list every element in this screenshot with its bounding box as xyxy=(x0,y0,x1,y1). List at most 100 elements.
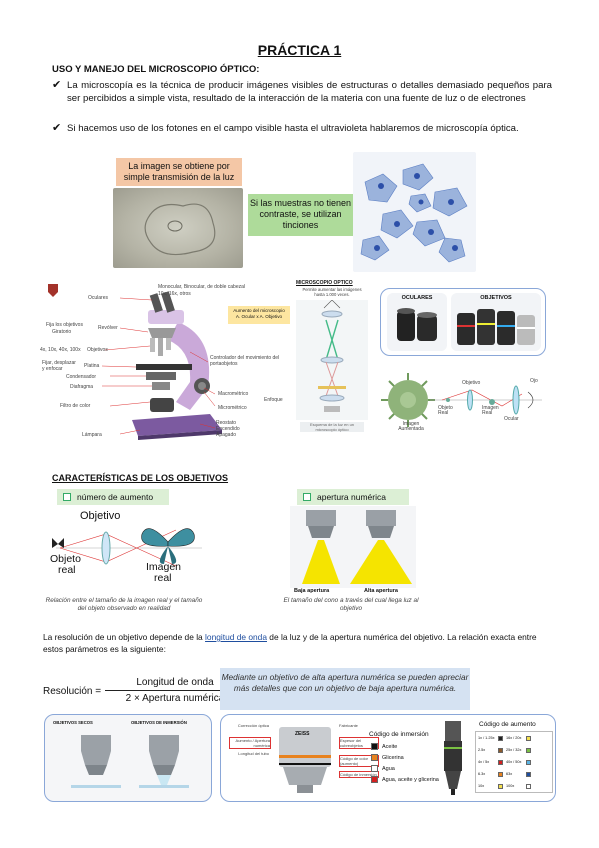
unstained-cell-photo xyxy=(113,188,243,268)
imagen-real-label: Imagen real xyxy=(146,562,181,584)
objectives-drawing xyxy=(457,309,535,345)
immersion-swatch xyxy=(371,743,378,750)
real-word-2: real xyxy=(154,572,172,584)
formula-numerator: Longitud de onda xyxy=(105,677,245,691)
mag-value: 1x / 1.25x xyxy=(478,736,495,740)
imagen-word: Imagen xyxy=(146,561,182,573)
section-subtitle: USO Y MANEJO DEL MICROSCOPIO ÓPTICO: xyxy=(52,64,260,75)
objeto-word: Objeto xyxy=(50,553,81,565)
formula-lhs: Resolución = xyxy=(43,686,102,697)
unstained-cell-drawing xyxy=(144,203,216,256)
microscope-drawing xyxy=(48,284,222,440)
aperture-note: Mediante un objetivo de alta apertura nu… xyxy=(220,668,470,710)
fijar-label: Fijar, desplazar xyxy=(42,360,76,366)
immersion-name: Agua xyxy=(382,765,395,772)
stained-cells-drawing xyxy=(360,163,468,263)
callout-correccion: Corrección óptica xyxy=(237,723,269,728)
bullet-text: La microscopía es la técnica de producir… xyxy=(67,80,552,104)
bullet-item: ✔ Si hacemos uso de los fotones en el ca… xyxy=(52,122,552,135)
mag-value: 100x xyxy=(506,784,515,788)
oculares-photo: OCULARES xyxy=(387,293,447,351)
filtro-label: Filtro de color xyxy=(60,403,91,409)
apagado-label: Apagado xyxy=(216,432,237,438)
mag-code-row: 1x / 1.25x 16x / 20x xyxy=(476,732,552,744)
diafragma-label: Diafragma xyxy=(70,384,94,390)
tag-aumento-label: número de aumento xyxy=(77,492,154,502)
callout-tubo: Longitud del tubo xyxy=(238,751,269,756)
virus-imagen-real-label: Imagen Real xyxy=(482,405,499,416)
immersion-code-row: Agua xyxy=(371,763,451,774)
lenses-panel: OCULARES OBJETIVOS xyxy=(380,288,546,356)
mag-value: 16x / 20x xyxy=(506,736,522,740)
virus-objetivo-label: Objetivo xyxy=(462,380,481,386)
butterfly-lens-drawing xyxy=(52,528,202,567)
tag-apertura-label: apertura numérica xyxy=(317,492,386,502)
secos-label: OBJETIVOS SECOS xyxy=(53,720,93,725)
objetivos-label: Objetivos xyxy=(87,347,108,353)
callout-aumento: Aumento / Apertura numérica xyxy=(229,737,271,749)
mag-value: 10x xyxy=(478,784,485,788)
check-icon: ✔ xyxy=(52,122,62,134)
enfoque-label: Enfoque xyxy=(264,397,283,403)
magnification-title: Aumento del microscopio xyxy=(233,308,285,313)
mag-swatch xyxy=(526,735,531,741)
micrometrico-label: Micrométrico xyxy=(218,405,247,411)
lampara-label: Lámpara xyxy=(82,432,102,438)
aumento-caption: Relación entre el tamaño de la imagen re… xyxy=(45,597,203,612)
platina-label: Platina xyxy=(84,363,100,369)
immersion-code-row: Glicerina xyxy=(371,752,451,763)
immersion-code-row: Agua, aceite y glicerina xyxy=(371,774,451,785)
eyepiece-mag-label: 10x, 16x, otros xyxy=(158,291,191,297)
mag-swatch xyxy=(498,783,503,789)
para-text-1: La resolución de un objetivo depende de … xyxy=(43,632,206,642)
reostato-label: Reostato xyxy=(216,420,237,426)
mag-code-row: 10x 100x xyxy=(476,780,552,792)
mag-swatch xyxy=(498,747,503,753)
wavelength-link[interactable]: longitud de onda xyxy=(205,632,267,642)
immersion-name: Glicerina xyxy=(382,754,404,761)
immersion-swatch xyxy=(371,765,378,772)
oculares-label: Oculares xyxy=(88,295,109,301)
virus-imagen-aumentada-label: Imagen Aumentada xyxy=(398,421,424,432)
revolver-label: Revólver xyxy=(98,325,118,331)
controlador-label: Controlador del movimiento del portaobje… xyxy=(210,355,280,367)
objetivo-label: Objetivo xyxy=(80,510,121,522)
virus-drawing xyxy=(381,373,542,427)
giratorio-label: Giratorio xyxy=(52,329,72,335)
tag-apertura: apertura numérica xyxy=(297,489,409,505)
callout-espesor: Espesor del cubreobjetos xyxy=(339,737,379,749)
aperture-drawing xyxy=(290,506,416,588)
staining-note: Si las muestras no tienen contraste, se … xyxy=(248,194,353,236)
light-transmission-note: La imagen se obtiene por simple transmis… xyxy=(116,158,242,186)
mag-swatch xyxy=(526,771,531,777)
formula-fraction: Longitud de onda 2 × Apertura numérica xyxy=(105,677,245,704)
optics-drawing xyxy=(296,300,368,420)
mag-code-title: Código de aumento xyxy=(479,721,536,728)
apertura-caption: El tamaño del cono a través del cual lle… xyxy=(283,597,419,612)
formula-denominator: 2 × Apertura numérica xyxy=(125,693,225,704)
mag-value: 4x / 5x xyxy=(478,760,490,764)
checkbox-icon xyxy=(303,493,311,501)
enfocar-label: y enfocar xyxy=(42,366,63,372)
long-objective-drawing xyxy=(444,721,462,795)
immersion-swatch xyxy=(371,754,378,761)
encendido-label: Encendido xyxy=(216,426,240,432)
mag-value: 63x xyxy=(506,772,513,776)
university-logo xyxy=(48,284,58,297)
mag-swatch xyxy=(498,735,503,741)
real-word: real xyxy=(58,564,76,576)
mag-swatch xyxy=(526,759,531,765)
condensador-label: Condensador xyxy=(66,374,97,380)
immersion-name: Agua, aceite y glicerina xyxy=(382,776,439,783)
objective-closeup-drawing xyxy=(279,727,331,793)
heads-label: Monocular, Binocular, de doble cabezal xyxy=(158,284,246,290)
magnification-formula: A. Ocular x A. Objetivo xyxy=(235,314,283,319)
objetivos-photo: OBJETIVOS xyxy=(451,293,541,351)
optics-note: Esquema de la luz en un microscopio ópti… xyxy=(300,422,364,432)
